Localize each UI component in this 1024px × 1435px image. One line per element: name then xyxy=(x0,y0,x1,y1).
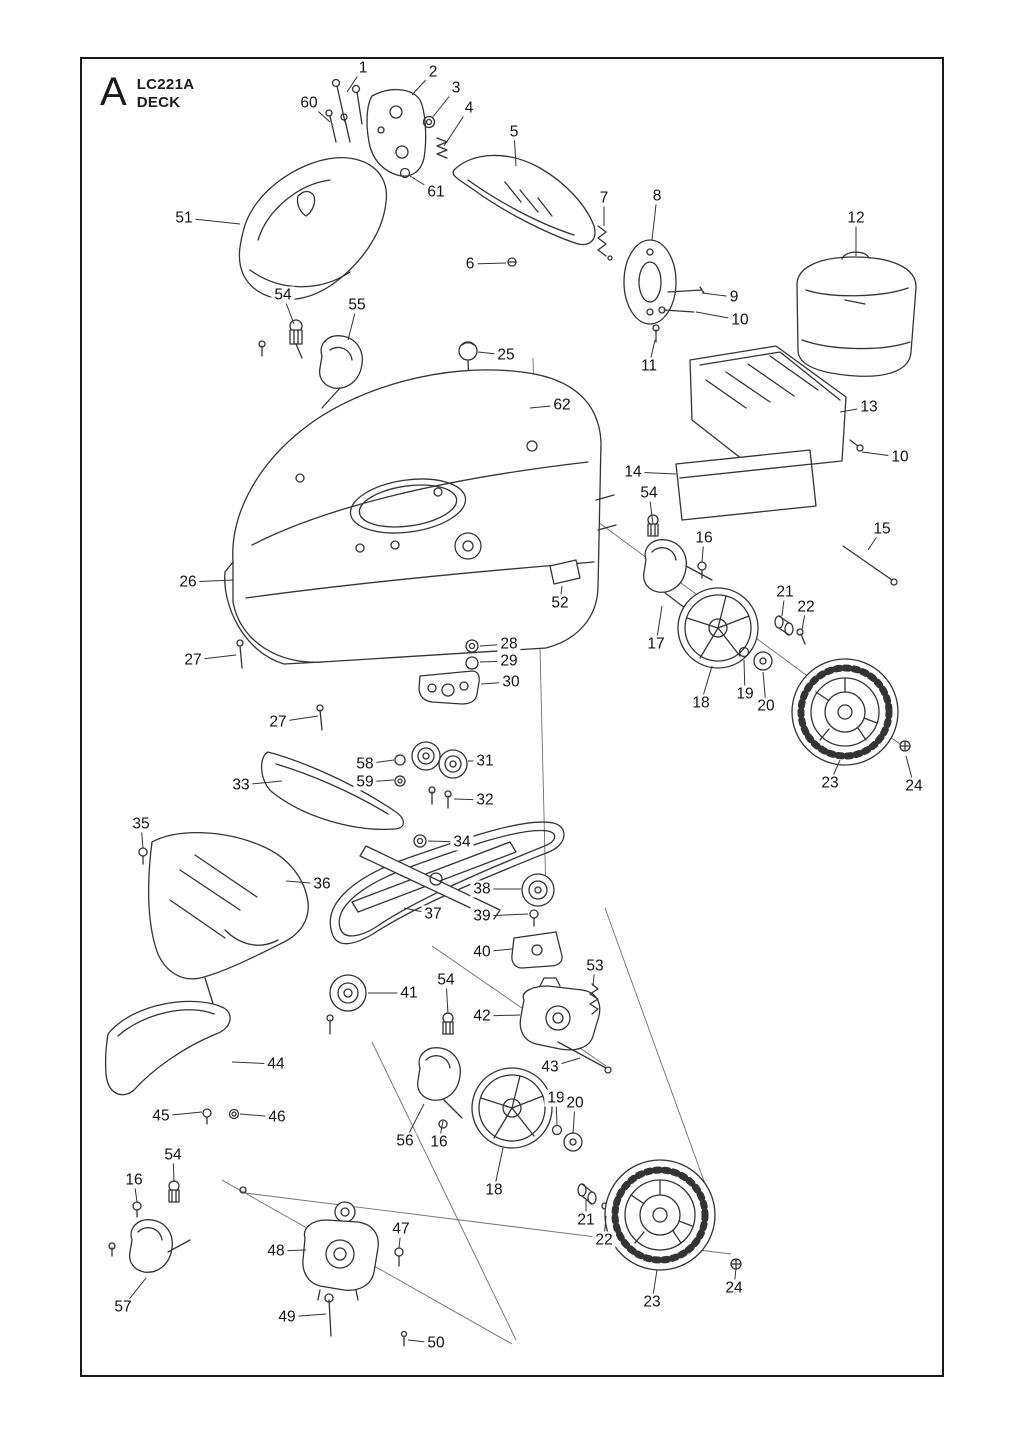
part-number-16: 16 xyxy=(692,529,716,547)
part-number-18: 18 xyxy=(689,694,713,712)
part-number-3: 3 xyxy=(448,79,464,97)
part-number-54: 54 xyxy=(637,484,661,502)
part-number-45: 45 xyxy=(149,1107,173,1125)
part-number-30: 30 xyxy=(499,673,523,691)
part-number-28: 28 xyxy=(497,635,521,653)
part-number-47: 47 xyxy=(389,1220,413,1238)
part-number-27: 27 xyxy=(181,651,205,669)
part-number-34: 34 xyxy=(450,833,474,851)
part-number-10: 10 xyxy=(728,311,752,329)
part-number-39: 39 xyxy=(470,907,494,925)
part-number-44: 44 xyxy=(264,1055,288,1073)
part-number-2: 2 xyxy=(425,63,441,81)
part-number-22: 22 xyxy=(794,598,818,616)
part-number-52: 52 xyxy=(548,594,572,612)
part-number-35: 35 xyxy=(129,815,153,833)
part-number-54: 54 xyxy=(271,286,295,304)
part-number-12: 12 xyxy=(844,209,868,227)
part-number-36: 36 xyxy=(310,875,334,893)
part-number-11: 11 xyxy=(637,357,661,375)
part-number-21: 21 xyxy=(574,1211,598,1229)
part-number-21: 21 xyxy=(773,583,797,601)
part-number-5: 5 xyxy=(506,123,522,141)
part-number-16: 16 xyxy=(427,1133,451,1151)
section-name: DECK xyxy=(136,94,181,111)
part-number-50: 50 xyxy=(424,1334,448,1352)
part-number-10: 10 xyxy=(888,448,912,466)
part-number-23: 23 xyxy=(640,1293,664,1311)
part-number-58: 58 xyxy=(353,755,377,773)
part-number-20: 20 xyxy=(563,1094,587,1112)
part-number-60: 60 xyxy=(297,94,321,112)
part-number-8: 8 xyxy=(649,187,665,205)
part-number-22: 22 xyxy=(592,1231,616,1249)
part-number-1: 1 xyxy=(355,59,371,77)
part-number-62: 62 xyxy=(550,396,574,414)
part-number-32: 32 xyxy=(473,791,497,809)
part-number-13: 13 xyxy=(857,398,881,416)
part-number-23: 23 xyxy=(818,774,842,792)
part-number-20: 20 xyxy=(754,697,778,715)
part-number-19: 19 xyxy=(733,685,757,703)
part-number-27: 27 xyxy=(266,713,290,731)
part-number-16: 16 xyxy=(122,1171,146,1189)
part-number-40: 40 xyxy=(470,943,494,961)
part-number-24: 24 xyxy=(902,777,926,795)
part-number-61: 61 xyxy=(424,183,448,201)
part-number-33: 33 xyxy=(229,776,253,794)
part-number-57: 57 xyxy=(111,1298,135,1316)
part-number-4: 4 xyxy=(461,99,477,117)
part-number-6: 6 xyxy=(462,255,478,273)
part-number-7: 7 xyxy=(596,189,612,207)
model-block: LC221A DECK xyxy=(137,72,195,112)
part-number-37: 37 xyxy=(421,905,445,923)
part-number-46: 46 xyxy=(265,1108,289,1126)
part-number-43: 43 xyxy=(538,1058,562,1076)
part-number-54: 54 xyxy=(161,1146,185,1164)
title-block: A LC221A DECK xyxy=(100,72,194,112)
part-number-42: 42 xyxy=(470,1007,494,1025)
part-number-17: 17 xyxy=(644,635,668,653)
part-number-26: 26 xyxy=(176,573,200,591)
part-number-56: 56 xyxy=(393,1132,417,1150)
part-number-25: 25 xyxy=(494,346,518,364)
model-number: LC221A xyxy=(136,76,195,93)
part-number-51: 51 xyxy=(172,209,196,227)
part-number-31: 31 xyxy=(473,752,497,770)
part-number-49: 49 xyxy=(275,1308,299,1326)
part-number-14: 14 xyxy=(621,463,645,481)
part-number-55: 55 xyxy=(345,296,369,314)
part-number-18: 18 xyxy=(482,1181,506,1199)
part-number-9: 9 xyxy=(726,288,742,306)
part-number-53: 53 xyxy=(583,957,607,975)
section-letter: A xyxy=(100,70,127,114)
part-number-15: 15 xyxy=(870,520,894,538)
part-number-54: 54 xyxy=(434,971,458,989)
part-number-29: 29 xyxy=(497,652,521,670)
part-number-38: 38 xyxy=(470,880,494,898)
part-number-24: 24 xyxy=(722,1279,746,1297)
part-number-41: 41 xyxy=(397,984,421,1002)
part-number-48: 48 xyxy=(264,1242,288,1260)
part-number-59: 59 xyxy=(353,773,377,791)
